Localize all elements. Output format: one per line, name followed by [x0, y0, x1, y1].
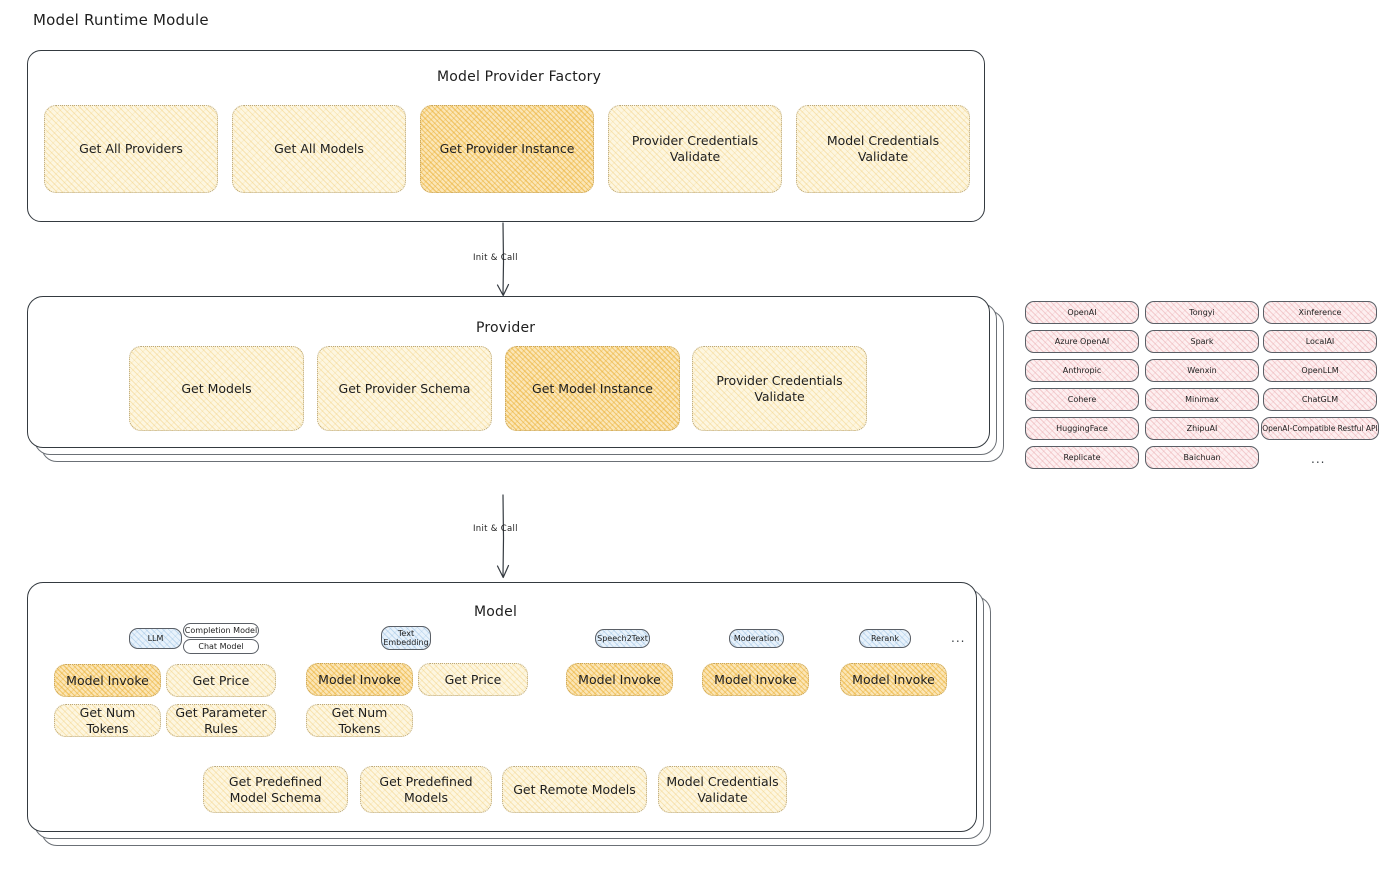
provider-op-get-provider-schema[interactable]: Get Provider Schema [317, 346, 492, 431]
page-title: Model Runtime Module [33, 11, 209, 29]
moderation-op-model-invoke[interactable]: Model Invoke [702, 663, 809, 696]
provider-op-provider-credentials-validate[interactable]: Provider Credentials Validate [692, 346, 867, 431]
provider-chip-chatglm[interactable]: ChatGLM [1263, 388, 1377, 411]
model-op-get-predefined-model-schema[interactable]: Get Predefined Model Schema [203, 766, 348, 813]
provider-chip-openai-compatible-restful-api[interactable]: OpenAI-Compatible Restful API [1261, 417, 1379, 440]
provider-op-get-model-instance[interactable]: Get Model Instance [505, 346, 680, 431]
model-type-badge-llm[interactable]: LLM [129, 628, 182, 649]
provider-chip-spark[interactable]: Spark [1145, 330, 1259, 353]
provider-chip-zhipuai[interactable]: ZhipuAI [1145, 417, 1259, 440]
text-embedding-op-get-num-tokens[interactable]: Get Num Tokens [306, 704, 413, 737]
model-title: Model [474, 604, 518, 620]
provider-chip-baichuan[interactable]: Baichuan [1145, 446, 1259, 469]
provider-chip-openllm[interactable]: OpenLLM [1263, 359, 1377, 382]
provider-op-get-models[interactable]: Get Models [129, 346, 304, 431]
model-subtype-badge-completion-model[interactable]: Completion Model [183, 623, 259, 638]
llm-op-get-parameter-rules[interactable]: Get Parameter Rules [166, 704, 276, 737]
provider-list-more-ellipsis: ... [1311, 452, 1326, 466]
llm-op-get-num-tokens[interactable]: Get Num Tokens [54, 704, 161, 737]
arrow-label-init-and-call-2: Init & Call [473, 524, 518, 534]
provider-chip-tongyi[interactable]: Tongyi [1145, 301, 1259, 324]
model-type-badge-text-embedding[interactable]: Text Embedding [381, 626, 431, 650]
model-op-get-remote-models[interactable]: Get Remote Models [502, 766, 647, 813]
provider-title: Provider [476, 320, 536, 336]
text-embedding-op-model-invoke[interactable]: Model Invoke [306, 663, 413, 696]
model-type-badge-moderation[interactable]: Moderation [729, 629, 784, 648]
factory-op-provider-credentials-validate[interactable]: Provider Credentials Validate [608, 105, 782, 193]
text-embedding-op-get-price[interactable]: Get Price [418, 663, 528, 696]
speech2text-op-model-invoke[interactable]: Model Invoke [566, 663, 673, 696]
rerank-op-model-invoke[interactable]: Model Invoke [840, 663, 947, 696]
model-type-badge-rerank[interactable]: Rerank [859, 629, 911, 648]
provider-chip-openai[interactable]: OpenAI [1025, 301, 1139, 324]
provider-chip-azure-openai[interactable]: Azure OpenAI [1025, 330, 1139, 353]
arrow-provider-to-model [496, 494, 510, 579]
model-subtype-badge-chat-model[interactable]: Chat Model [183, 639, 259, 654]
model-op-model-credentials-validate[interactable]: Model Credentials Validate [658, 766, 787, 813]
model-op-get-predefined-models[interactable]: Get Predefined Models [360, 766, 492, 813]
llm-op-get-price[interactable]: Get Price [166, 664, 276, 697]
provider-chip-huggingface[interactable]: HuggingFace [1025, 417, 1139, 440]
factory-op-get-all-models[interactable]: Get All Models [232, 105, 406, 193]
arrow-label-init-and-call-1: Init & Call [473, 253, 518, 263]
provider-chip-localai[interactable]: LocalAI [1263, 330, 1377, 353]
model-provider-factory-title: Model Provider Factory [437, 69, 602, 85]
provider-chip-xinference[interactable]: Xinference [1263, 301, 1377, 324]
provider-chip-anthropic[interactable]: Anthropic [1025, 359, 1139, 382]
model-type-badge-speech2text[interactable]: Speech2Text [595, 629, 650, 648]
factory-op-get-provider-instance[interactable]: Get Provider Instance [420, 105, 594, 193]
provider-chip-replicate[interactable]: Replicate [1025, 446, 1139, 469]
provider-chip-minimax[interactable]: Minimax [1145, 388, 1259, 411]
factory-op-get-all-providers[interactable]: Get All Providers [44, 105, 218, 193]
provider-chip-cohere[interactable]: Cohere [1025, 388, 1139, 411]
model-types-more-ellipsis: ... [951, 631, 966, 645]
factory-op-model-credentials-validate[interactable]: Model Credentials Validate [796, 105, 970, 193]
llm-op-model-invoke[interactable]: Model Invoke [54, 664, 161, 697]
arrow-factory-to-provider [496, 222, 510, 297]
provider-chip-wenxin[interactable]: Wenxin [1145, 359, 1259, 382]
